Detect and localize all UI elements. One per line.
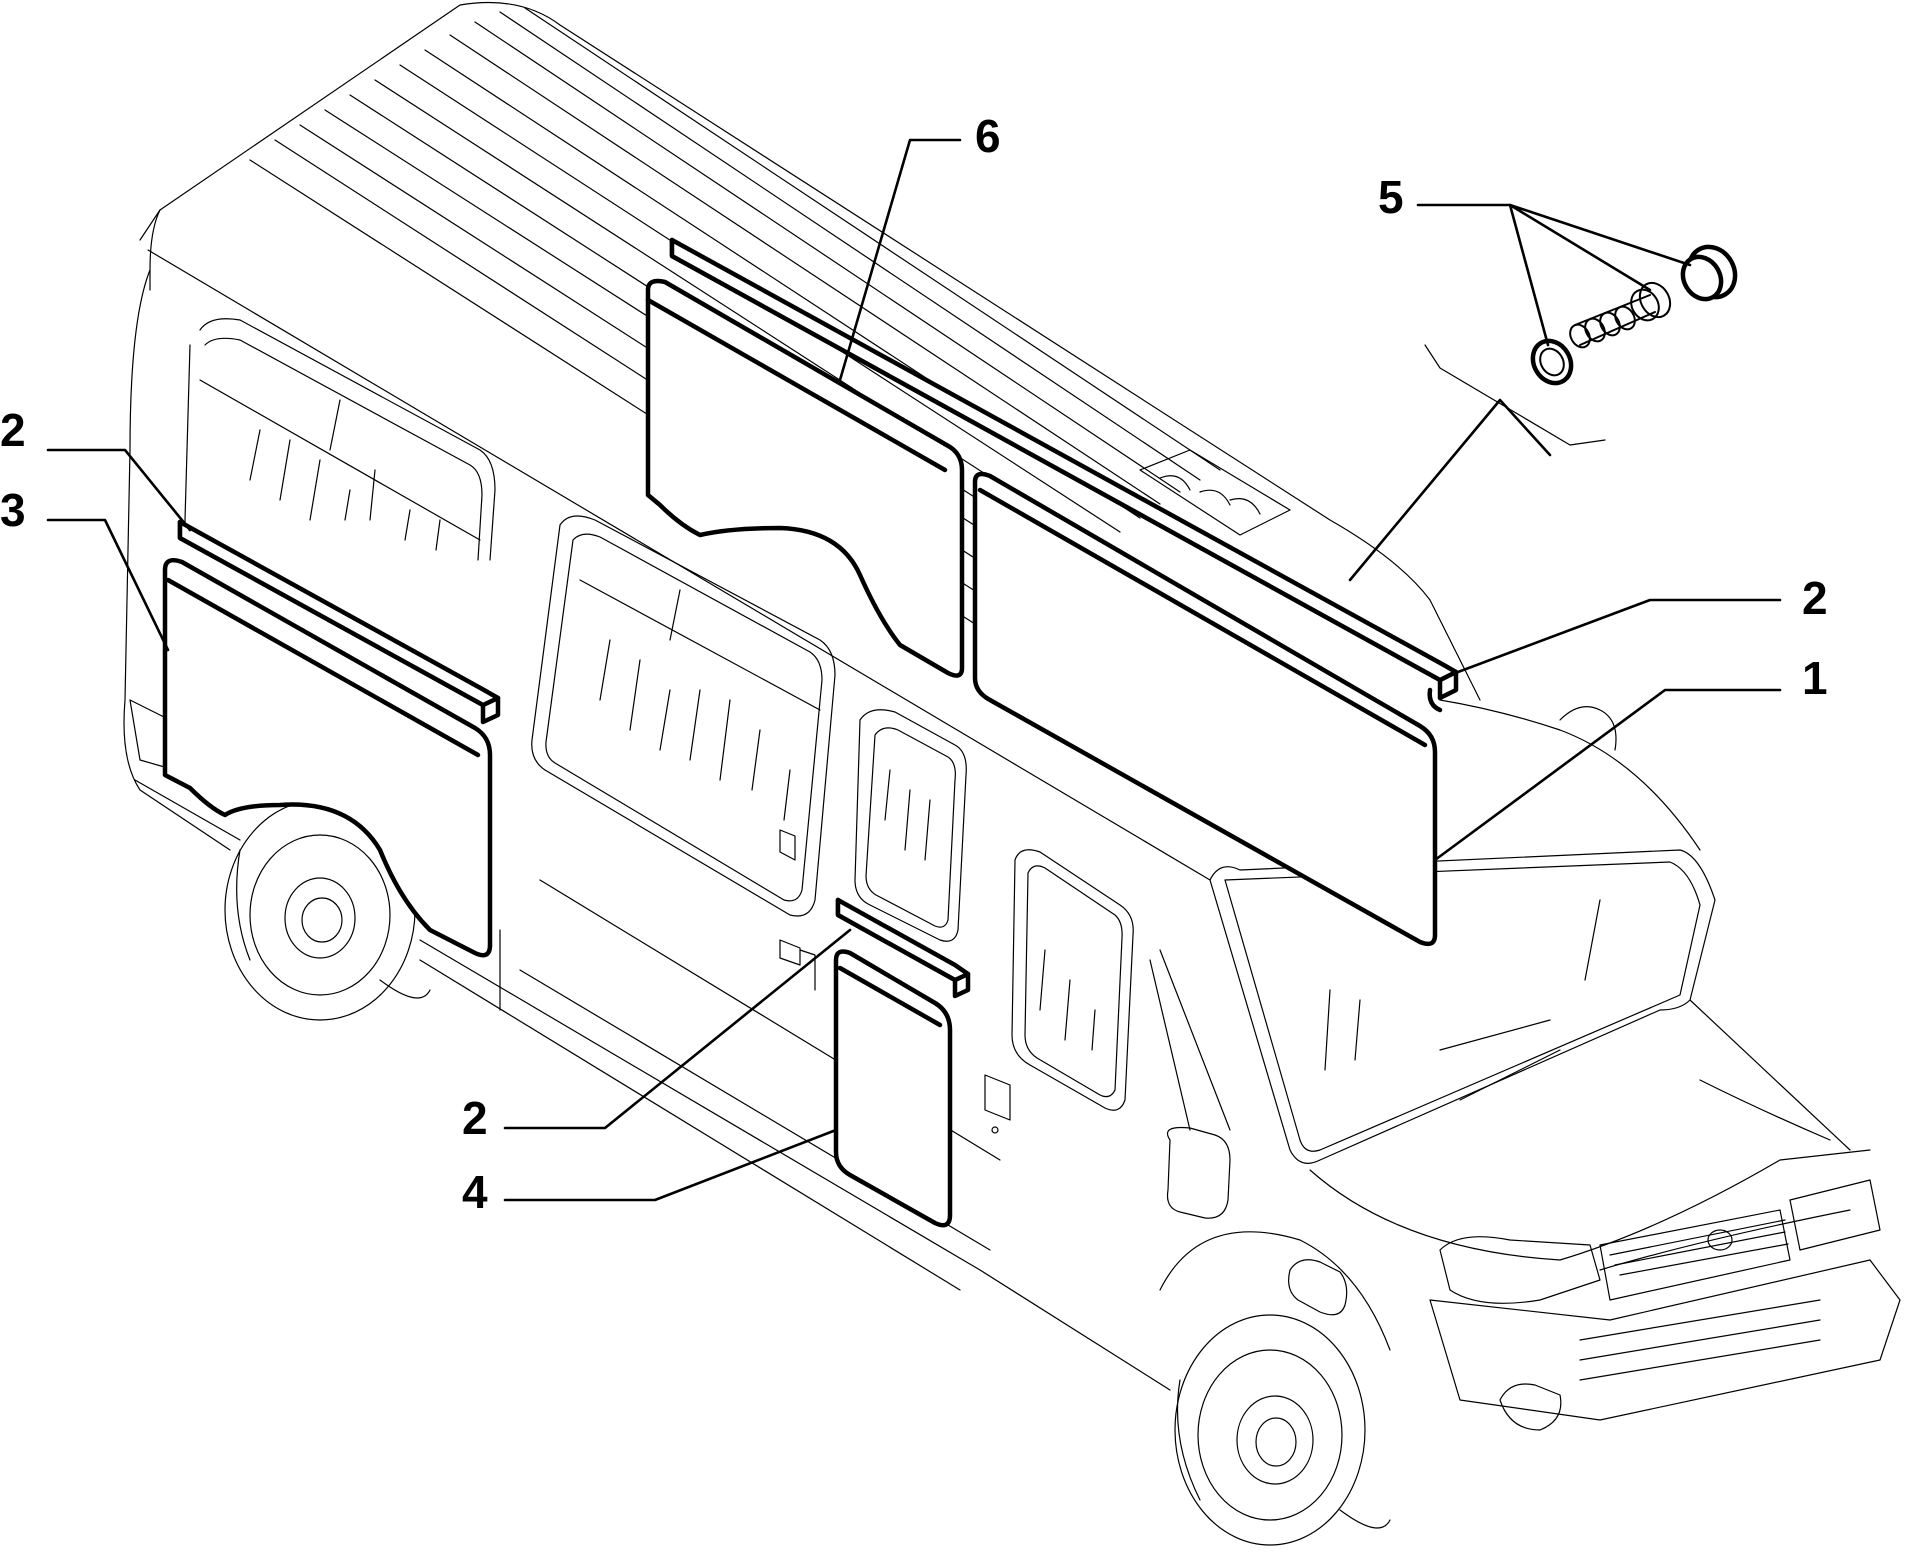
sliding-door-window-frame (854, 709, 967, 942)
mirror (1166, 1126, 1231, 1219)
part-6-glass-panel (645, 278, 965, 678)
callout-2-bottom: 2 (462, 1092, 488, 1144)
grille (1599, 1209, 1791, 1301)
callout-4: 4 (462, 1166, 488, 1218)
part-4-glass-panel (833, 949, 953, 1228)
part-3-glass-panel (162, 558, 493, 958)
leader-lines (46, 138, 1782, 1202)
roof-vent (1139, 449, 1291, 536)
part-1-glass-panel (972, 471, 1438, 947)
callout-6: 6 (975, 110, 1001, 162)
rear-side-window-frame (184, 318, 496, 561)
callout-2-left: 2 (0, 404, 26, 456)
middle-side-window-frame (531, 515, 836, 917)
cab-door-window (1011, 849, 1134, 1111)
callout-2-right: 2 (1802, 572, 1828, 624)
rear-end (123, 269, 231, 851)
headlight (1439, 1236, 1601, 1304)
part-2-left-rail (177, 519, 501, 725)
side-panel (134, 779, 1171, 1391)
part-2-small-rail (835, 897, 971, 999)
callout-5: 5 (1378, 171, 1404, 223)
callout-1: 1 (1802, 652, 1828, 704)
bonnet (1309, 1149, 1871, 1271)
callout-labels: 6 5 2 3 2 1 2 4 (0, 110, 1828, 1218)
van-outline (123, 1, 1901, 1546)
front-bumper (1429, 1259, 1901, 1421)
part-6-rail (669, 237, 1459, 713)
part-5-hardware (1530, 244, 1738, 386)
roof-outline (159, 1, 1481, 701)
callout-3: 3 (0, 484, 26, 536)
door-handle (779, 939, 816, 991)
windshield (1209, 849, 1716, 1164)
front-wheel (1174, 1314, 1391, 1546)
mount-line (1424, 344, 1606, 446)
